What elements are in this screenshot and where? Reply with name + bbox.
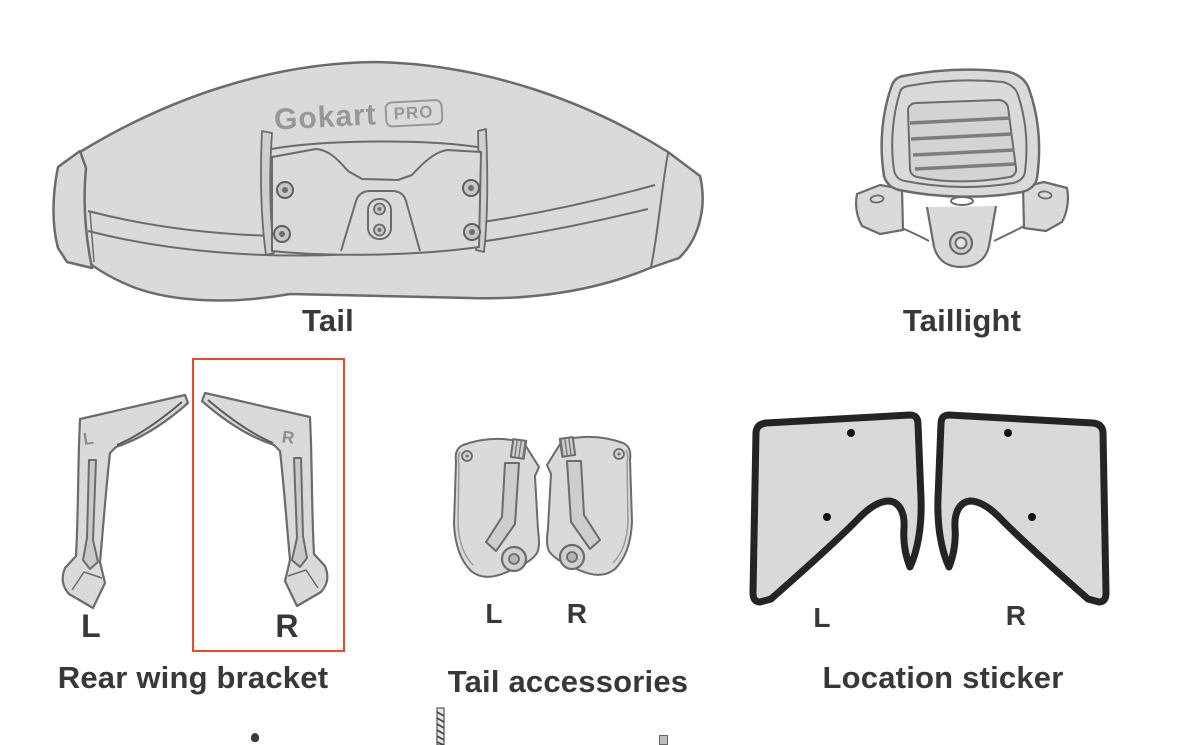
accessory-left-knurl xyxy=(509,438,528,460)
rear-wing-bracket-title: Rear wing bracket xyxy=(57,660,329,695)
location-sticker-title: Location sticker xyxy=(822,660,1064,695)
sticker-left-dot-top xyxy=(847,429,855,437)
accessory-right-shape xyxy=(546,435,633,576)
rear-wing-bracket-left-illustration: L xyxy=(61,393,190,610)
tail-cap-crease xyxy=(89,210,95,263)
sticker-right-shape xyxy=(934,411,1110,606)
bottom-oval xyxy=(950,196,974,206)
tail-wing xyxy=(52,60,704,302)
taillight-left-ear xyxy=(854,183,905,236)
tail-left-fin xyxy=(260,130,275,256)
sticker-left-dot-bottom xyxy=(823,513,831,521)
bracket-left-marking: L xyxy=(82,429,95,449)
rear-wing-bracket-left-label: L xyxy=(81,608,101,644)
hitch-hole-inner xyxy=(954,236,968,250)
bar-edge-left xyxy=(901,227,930,242)
bar-edge-right xyxy=(993,225,1025,242)
right-ear-hole xyxy=(1037,190,1053,200)
accessory-left-shape xyxy=(453,437,540,578)
bracket-left-slot xyxy=(82,459,99,570)
location-sticker-left-label: L xyxy=(813,602,831,633)
tail-illustration xyxy=(52,60,704,302)
screw-tip-fragment xyxy=(659,735,668,745)
screw-head-fragment xyxy=(251,733,259,742)
taillight-right-ear xyxy=(1021,180,1070,233)
tail-accessory-left-illustration xyxy=(453,437,540,578)
logo-text: Gokart xyxy=(273,98,378,137)
accessory-left-channel xyxy=(485,462,520,552)
tail-top-groove xyxy=(265,140,485,151)
taillight-housing xyxy=(880,68,1041,269)
tail-label: Tail xyxy=(302,303,354,338)
sticker-left-shape xyxy=(749,411,925,606)
logo-pro-badge: PRO xyxy=(384,98,444,128)
tail-center-tab xyxy=(340,190,421,252)
location-sticker-right-illustration xyxy=(934,411,1110,606)
tail-screws xyxy=(273,179,481,243)
highlight-box-right-bracket xyxy=(192,358,345,652)
tail-accessories-title: Tail accessories xyxy=(447,664,689,699)
lens-slats xyxy=(909,116,1016,171)
screw-thread-fragment xyxy=(436,707,445,745)
bracket-right-marking: R xyxy=(281,427,296,448)
location-sticker-right-label: R xyxy=(1005,600,1027,631)
tail-accessory-right-label: R xyxy=(566,598,588,629)
tail-right-endcap-edge xyxy=(650,152,669,268)
left-ear-hole xyxy=(869,194,885,204)
taillight-bracket xyxy=(854,180,1070,236)
rear-wing-bracket-right-illustration: R xyxy=(200,391,329,608)
rear-wing-bracket-right-label: R xyxy=(275,608,299,644)
tail-left-endcap xyxy=(52,149,94,270)
bracket-left-shape xyxy=(61,393,190,610)
tail-accessory-left-label: L xyxy=(485,598,503,629)
taillight-illustration xyxy=(854,68,1070,269)
taillight-label: Taillight xyxy=(902,303,1022,338)
tail-accessory-right-illustration xyxy=(546,435,633,576)
housing-bezel xyxy=(891,79,1028,188)
bracket-right-shape xyxy=(200,391,329,608)
bracket-left-foot-line xyxy=(71,571,103,591)
location-sticker-left-illustration xyxy=(749,411,925,606)
